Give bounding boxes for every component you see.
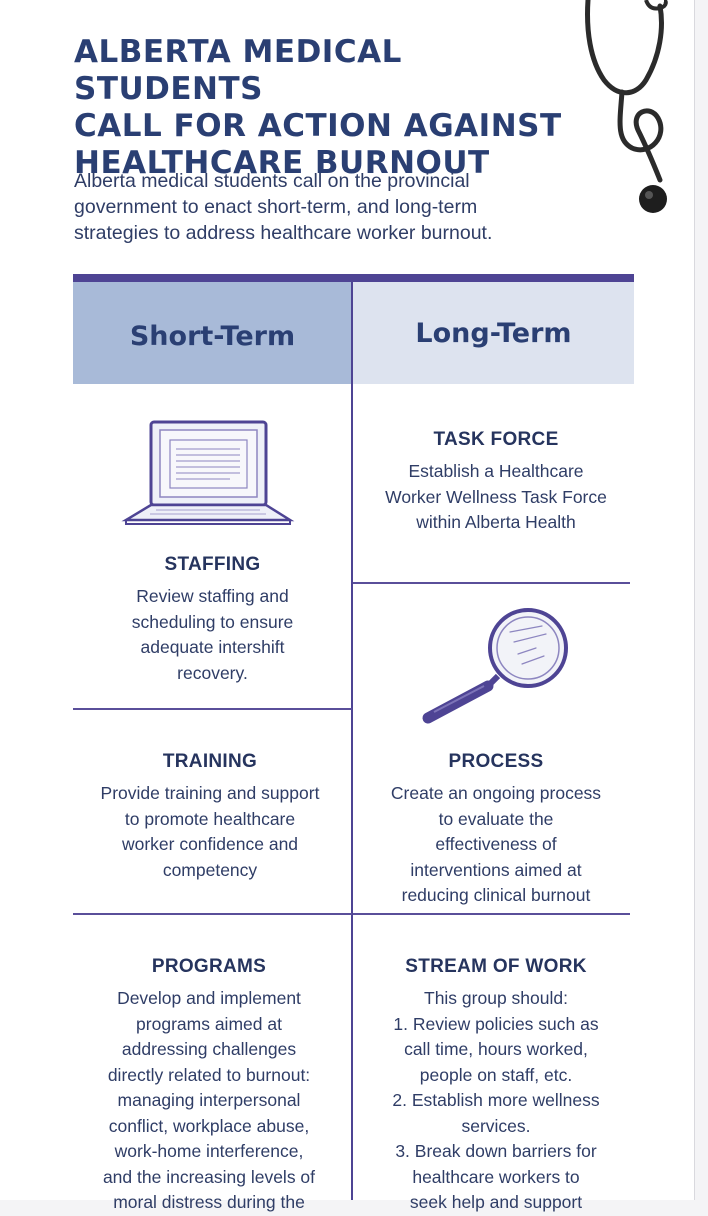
training-body: Provide training and support to promote … [100, 783, 320, 880]
task-force-cell: TASK FORCE Establish a Healthcare Worker… [362, 429, 630, 536]
intro-text: Alberta medical students call on the pro… [74, 170, 493, 244]
stream-of-work-title: STREAM OF WORK [405, 956, 587, 977]
row-divider [353, 913, 630, 915]
laptop-icon [121, 420, 295, 525]
row-divider [73, 708, 352, 710]
task-force-title: TASK FORCE [433, 429, 559, 450]
column-header-long-term-label: Long-Term [415, 317, 572, 349]
stream-of-work-list: This group should: 1. Review policies su… [362, 986, 630, 1216]
list-item: 3. Break down barriers for healthcare wo… [395, 1141, 597, 1212]
magnifying-glass-icon [422, 608, 568, 724]
stethoscope-icon [585, 0, 668, 213]
infographic-page: ALBERTA MEDICAL STUDENTS CALL FOR ACTION… [0, 0, 695, 1212]
staffing-body: Review staffing and scheduling to ensure… [131, 586, 294, 683]
row-divider [73, 913, 352, 915]
column-header-long-term: Long-Term [353, 282, 634, 384]
table-top-bar [73, 274, 634, 282]
training-cell: TRAINING Provide training and support to… [80, 751, 340, 883]
process-body: Create an ongoing process to evaluate th… [390, 783, 602, 905]
training-title: TRAINING [162, 751, 258, 772]
programs-cell: PROGRAMS Develop and implement programs … [80, 956, 338, 1216]
programs-body: Develop and implement programs aimed at … [102, 988, 316, 1212]
staffing-title: STAFFING [164, 554, 261, 575]
process-title: PROCESS [448, 751, 544, 772]
row-divider [353, 582, 630, 584]
column-divider [351, 282, 353, 1200]
stream-of-work-intro: This group should: [424, 988, 568, 1008]
column-header-short-term-label: Short-Term [129, 320, 296, 352]
staffing-cell: STAFFING Review staffing and scheduling … [80, 554, 345, 686]
task-force-body: Establish a Healthcare Worker Wellness T… [385, 461, 607, 532]
column-header-short-term: Short-Term [73, 282, 352, 384]
list-item: 2. Establish more wellness services. [392, 1090, 600, 1136]
stream-of-work-cell: STREAM OF WORK This group should: 1. Rev… [362, 956, 630, 1216]
programs-title: PROGRAMS [151, 956, 267, 977]
page-title: ALBERTA MEDICAL STUDENTS CALL FOR ACTION… [74, 34, 562, 181]
list-item: 1. Review policies such as call time, ho… [393, 1013, 599, 1085]
process-cell: PROCESS Create an ongoing process to eva… [362, 751, 630, 909]
